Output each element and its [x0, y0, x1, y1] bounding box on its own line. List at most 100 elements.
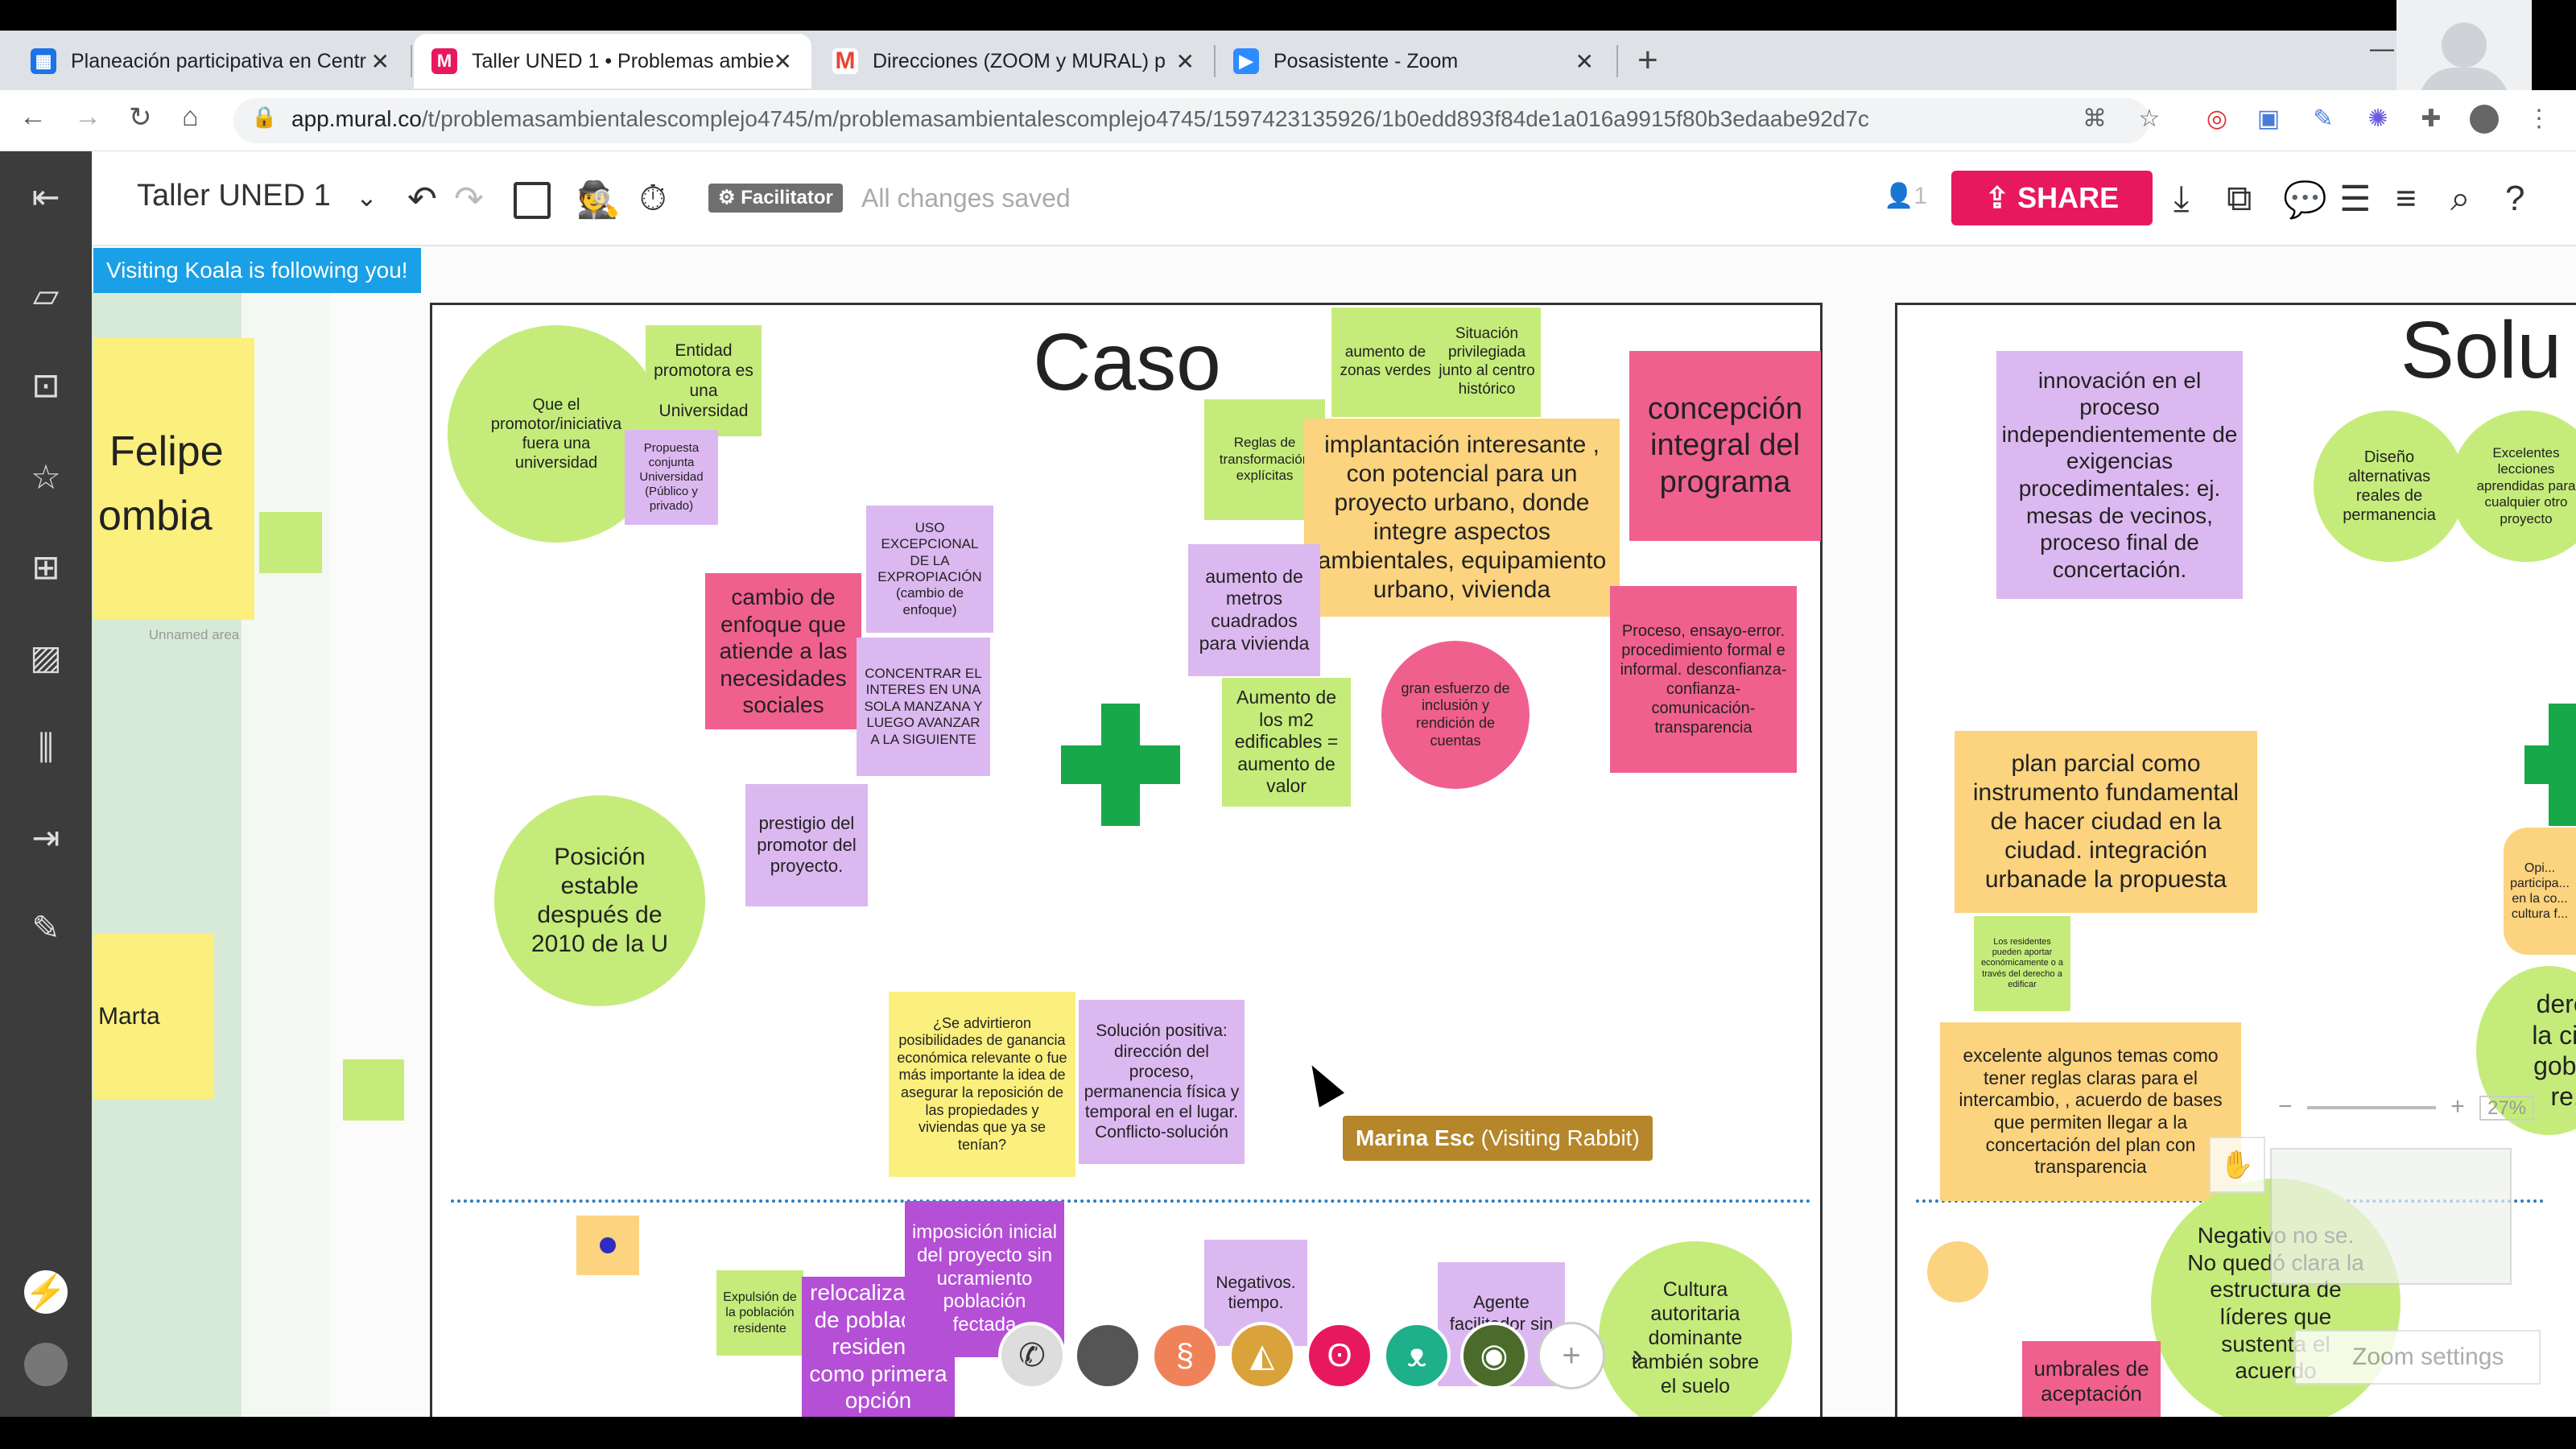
close-icon[interactable]: ✕ [773, 48, 792, 74]
sticky-note[interactable]: Situación privilegiada junto al centro h… [1433, 308, 1541, 417]
undo-icon[interactable]: ↶ [407, 180, 437, 219]
sticky-note[interactable]: ¿Se advirtieron posibilidades de gananci… [889, 992, 1075, 1177]
close-icon[interactable]: ✕ [1175, 48, 1195, 74]
library-icon[interactable]: ⫼ [38, 729, 54, 766]
zoom-slider[interactable] [2306, 1106, 2436, 1110]
add-participant-icon[interactable]: + [1538, 1322, 1605, 1389]
sticky-note[interactable]: Marta [93, 934, 214, 1100]
sticky-note[interactable]: prestigio del promotor del proyecto. [745, 784, 868, 906]
timer-icon[interactable]: ⏱ [639, 179, 667, 218]
comment-icon[interactable]: 💬 [2283, 180, 2327, 220]
sticky-note[interactable]: aumento de zonas verdes [1331, 308, 1439, 417]
participant-avatar[interactable] [1074, 1322, 1141, 1389]
facilitator-badge[interactable]: ⚙ Facilitator [708, 184, 843, 213]
sticky-note[interactable]: excelente algunos temas como tener regla… [1940, 1022, 2241, 1201]
sticky-note[interactable]: Propuesta conjunta Universidad (Público … [625, 430, 718, 525]
zoom-in-icon[interactable]: + [2450, 1093, 2465, 1120]
import-icon[interactable]: ⇥ [31, 819, 60, 857]
chevron-down-icon[interactable]: ⌄ [356, 183, 378, 212]
sticky-note[interactable]: plan parcial como instrumento fundamenta… [1955, 731, 2257, 913]
gear-extension-icon[interactable]: ✺ [2368, 105, 2388, 132]
extension-icon[interactable]: ◎ [2206, 105, 2228, 132]
new-tab-icon[interactable]: + [1637, 40, 1658, 80]
share-button[interactable]: ⇪ SHARE [1951, 171, 2153, 225]
sticky-note[interactable]: USO EXCEPCIONAL DE LA EXPROPIACIÓN (camb… [866, 506, 993, 633]
zoom-level[interactable]: 27% [2479, 1096, 2535, 1121]
activity-icon[interactable]: ☰ [2339, 180, 2372, 219]
sticky-note[interactable]: cambio de enfoque que atiende a las nece… [705, 573, 861, 729]
image-icon[interactable]: ▨ [30, 638, 62, 676]
sticky-circle[interactable]: Excelentes lecciones aprendidas para cua… [2450, 411, 2576, 562]
sticky-note[interactable] [576, 1216, 639, 1275]
tab-direcciones[interactable]: M Direcciones (ZOOM y MURAL) p ✕ [815, 34, 1214, 89]
zoom-controls[interactable]: − + 27% [2278, 1093, 2544, 1125]
sticky-circle[interactable]: Posición estable después de 2010 de la U [494, 795, 705, 1006]
sticky-note[interactable]: innovación en el proceso independienteme… [1996, 351, 2243, 599]
online-users[interactable]: 👤1 [1884, 183, 1928, 209]
forward-icon[interactable]: → [74, 101, 101, 132]
koala-avatar-icon[interactable]: ʘ [1306, 1322, 1373, 1389]
exit-icon[interactable]: ⇤ [31, 178, 60, 216]
url-field[interactable] [233, 98, 2149, 143]
shapes-icon[interactable]: ⊡ [31, 366, 60, 404]
chevron-right-icon[interactable]: › [1632, 1337, 1643, 1373]
present-icon[interactable]: ⧉ [2227, 179, 2252, 218]
sticky-note[interactable]: aumento de metros cuadrados para viviend… [1188, 544, 1320, 676]
download-icon[interactable]: ⤓ [2174, 179, 2190, 218]
private-mode-icon[interactable]: 🕵 [576, 180, 621, 220]
sticky-note[interactable]: Opi... participa... en la co... cultura … [2504, 828, 2576, 955]
frameworks-icon[interactable]: ⊞ [31, 548, 60, 586]
home-icon[interactable]: ⌂ [182, 101, 199, 132]
url-text[interactable]: app.mural.co/t/problemasambientalescompl… [291, 106, 1869, 131]
help-icon[interactable]: ? [2505, 179, 2525, 218]
sticky-note-icon[interactable]: ▱ [32, 276, 60, 314]
close-icon[interactable]: ✕ [1575, 48, 1594, 74]
outline-icon[interactable] [514, 182, 551, 219]
zoom-settings-button[interactable]: Zoom settings [2294, 1330, 2541, 1385]
reload-icon[interactable]: ↻ [129, 102, 152, 133]
sticky-note[interactable]: CONCENTRAR EL INTERES EN UNA SOLA MANZAN… [857, 638, 990, 776]
sticky-circle[interactable] [1927, 1241, 1988, 1302]
board-title[interactable]: Taller UNED 1 [137, 179, 331, 213]
user-avatar[interactable] [24, 1343, 68, 1386]
pencil-icon[interactable]: ✎ [31, 909, 60, 947]
sticky-note[interactable] [259, 512, 322, 573]
raccoon-avatar-icon[interactable]: ◉ [1460, 1322, 1528, 1389]
outline-list-icon[interactable]: ≡ [2396, 179, 2417, 218]
back-icon[interactable]: ← [19, 101, 47, 132]
zoom-out-icon[interactable]: − [2278, 1093, 2293, 1120]
sticky-note[interactable]: Solución positiva: dirección del proceso… [1079, 1000, 1245, 1164]
minimap[interactable] [2270, 1148, 2512, 1285]
fox-avatar-icon[interactable]: ◭ [1228, 1322, 1296, 1389]
sticky-circle[interactable]: Cultura autoritaria dominante también so… [1599, 1241, 1792, 1435]
lock-icon[interactable]: 🔒 [251, 105, 278, 129]
redo-icon[interactable]: ↷ [454, 180, 484, 219]
sticky-note[interactable]: Aumento de los m2 edificables = aumento … [1222, 678, 1351, 807]
sticky-note[interactable]: Felipe ombia [93, 338, 254, 620]
sticky-note[interactable]: implantación interesante , con potencial… [1304, 419, 1620, 617]
hippo-avatar-icon[interactable]: ᴥ [1383, 1322, 1451, 1389]
close-icon[interactable]: ✕ [370, 48, 390, 74]
lightning-icon[interactable]: ⚡ [24, 1270, 68, 1314]
sticky-note[interactable]: imposición inicial del proyecto sin ucra… [905, 1201, 1064, 1357]
sticky-note[interactable]: Proceso, ensayo-error. procedimiento for… [1610, 586, 1797, 773]
sticky-note[interactable]: Entidad promotora es una Universidad [646, 325, 762, 436]
translate-extension-icon[interactable]: ▣ [2256, 105, 2281, 132]
tab-zoom[interactable]: ▶ Posasistente - Zoom ✕ [1216, 34, 1613, 89]
extensions-puzzle-icon[interactable]: ✚ [2421, 105, 2442, 132]
menu-kebab-icon[interactable]: ⋮ [2527, 105, 2551, 132]
phone-icon[interactable]: ✆ [998, 1322, 1066, 1389]
sticky-circle[interactable]: Diseño alternativas reales de permanenci… [2314, 411, 2465, 562]
tab-taller-uned[interactable]: M Taller UNED 1 • Problemas ambie ✕ [414, 34, 811, 89]
search-icon[interactable]: ⌕ [2450, 179, 2471, 218]
tab-planeacion[interactable]: ▦ Planeación participativa en Centr ✕ [13, 34, 409, 89]
sticky-note[interactable]: Los residentes pueden aportar económicam… [1974, 916, 2070, 1011]
pen-extension-icon[interactable]: ✎ [2313, 105, 2334, 132]
sticky-circle[interactable]: gran esfuerzo de inclusión y rendición d… [1381, 641, 1530, 789]
profile-avatar[interactable] [2470, 105, 2499, 134]
minimize-icon[interactable]: — [2370, 35, 2394, 62]
hand-icon[interactable]: ✋ [2209, 1137, 2265, 1193]
bookmark-star-icon[interactable]: ☆ [2138, 105, 2161, 132]
sticky-note[interactable] [343, 1059, 404, 1121]
translate-icon[interactable]: ⌘ [2083, 105, 2107, 132]
